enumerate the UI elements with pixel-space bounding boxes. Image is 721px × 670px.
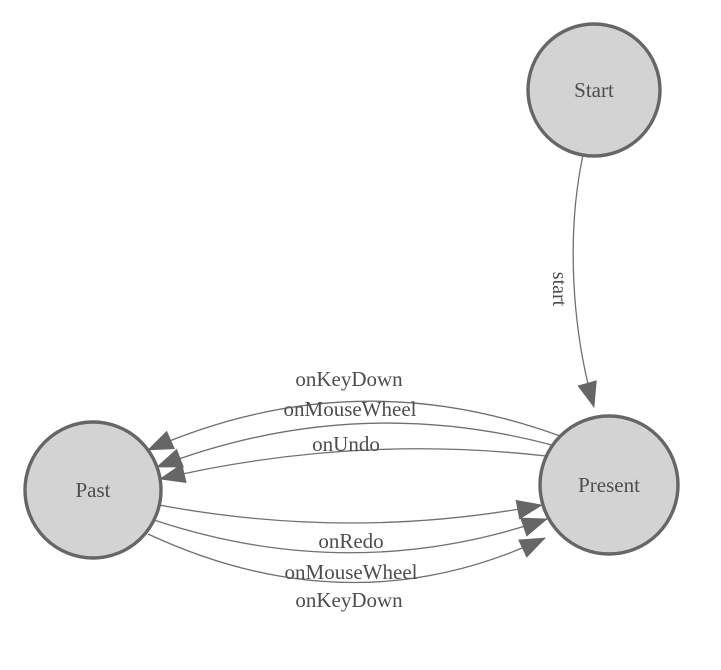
edge-present-to-past-undo[interactable] xyxy=(159,448,547,484)
edge-label-onundo: onUndo xyxy=(312,432,380,456)
node-present[interactable]: Present xyxy=(538,414,680,556)
edge-label-onredo: onRedo xyxy=(318,529,383,553)
node-past[interactable]: Past xyxy=(23,420,163,560)
edge-label-onmousewheel-bottom: onMouseWheel xyxy=(285,560,418,584)
node-past-circle[interactable] xyxy=(23,420,163,560)
edge-present-to-past-keydown[interactable] xyxy=(147,400,561,451)
node-present-label: Present xyxy=(578,473,640,497)
edge-start-to-present[interactable] xyxy=(572,154,597,408)
edge-label-onkeydown-top: onKeyDown xyxy=(295,367,403,391)
node-start-label: Start xyxy=(574,78,614,102)
edge-label-onmousewheel-top: onMouseWheel xyxy=(284,397,417,421)
edge-past-to-present-redo[interactable] xyxy=(158,499,543,524)
edge-past-to-present-keydown[interactable] xyxy=(147,533,546,584)
node-present-circle[interactable] xyxy=(538,414,680,556)
edge-label-start: start xyxy=(548,272,570,307)
node-start-circle[interactable] xyxy=(526,22,662,158)
node-start[interactable]: Start xyxy=(526,22,662,158)
edge-past-to-present-mousewheel[interactable] xyxy=(153,517,548,554)
node-past-label: Past xyxy=(75,478,110,502)
edge-present-to-past-mousewheel[interactable] xyxy=(156,422,553,468)
edge-label-onkeydown-bottom: onKeyDown xyxy=(295,588,403,612)
